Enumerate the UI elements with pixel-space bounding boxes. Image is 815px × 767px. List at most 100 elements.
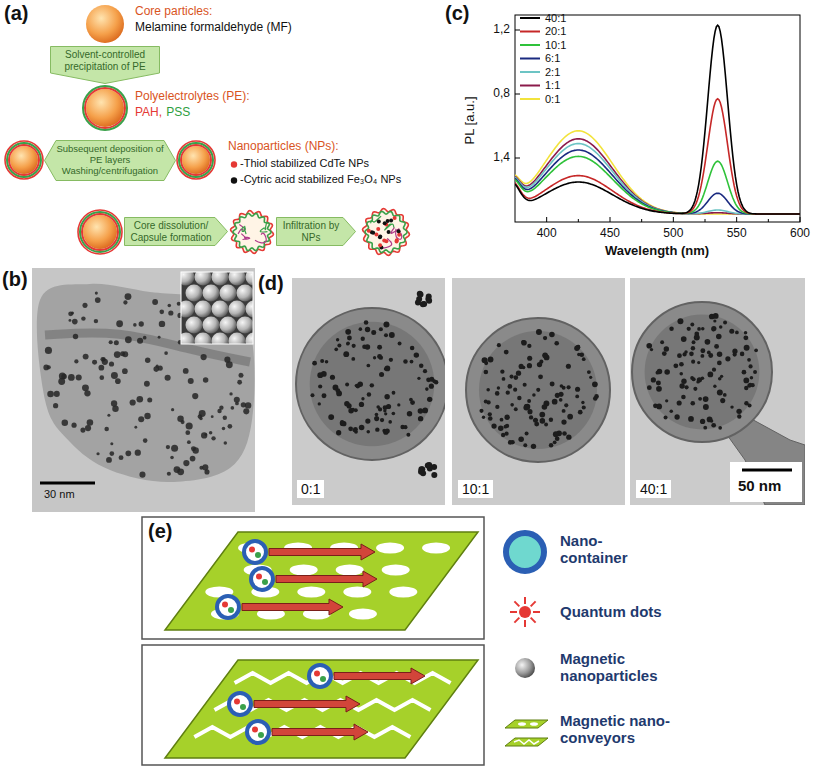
figure-part [137,338,143,344]
figure-part [68,311,73,316]
process-arrow: Solvent-controlled precipitation of PE [50,46,160,84]
figure-part [531,618,536,623]
figure-part [374,416,379,421]
figure-part [536,329,542,335]
figure-part [540,418,546,424]
figure-part [222,602,228,608]
figure-part [222,427,225,430]
figure-part [252,727,258,733]
figure-part [262,579,268,585]
figure-part [73,334,78,339]
nano-container [251,568,377,590]
figure-part [561,419,566,424]
part-name: PAH, [135,106,162,120]
figure-part [80,428,85,433]
figure-part [365,344,371,350]
figure-part [95,297,101,303]
figure-part [351,408,355,412]
ratio-label: 0:1 [297,480,324,498]
figure-part [240,704,246,710]
legend-line [520,71,540,73]
figure-part [106,457,112,463]
nano-container [229,693,360,715]
figure-part [527,399,531,403]
figure-part [145,357,150,362]
figure-part [165,532,478,630]
figure-part [479,331,597,449]
figure-part [74,359,78,363]
sem-inset [181,272,253,344]
figure-part [717,361,722,366]
figure-part [392,412,396,416]
figure-part [681,379,686,384]
figure-part [732,349,737,354]
figure-part [677,400,682,405]
figure-part [410,360,414,364]
legend-text: Quantum dots [560,603,720,620]
figure-part [578,219,579,222]
figure-part [383,405,388,410]
figure-part [355,384,358,387]
figure-part [707,417,713,423]
part-name: Melamine formaldehyde (MF) [135,21,292,35]
figure-part [497,386,500,389]
figure-part [410,346,415,351]
figure-part [80,212,120,252]
legend-text: 6:1 [545,52,560,65]
figure-part [224,441,228,445]
figure-part [546,217,547,222]
figure-part [328,414,334,420]
figure-part [537,362,542,367]
nanoparticle-dot [231,177,237,183]
figure-part [125,450,131,456]
figure-part [143,336,147,340]
legend-text: 10:1 [545,39,566,52]
part-heading: Core particles: [135,5,212,19]
figure-part [515,94,520,95]
legend-text: Magnetic nanoparticles [560,650,710,685]
figure-part [359,402,364,407]
core-particle [78,210,122,254]
capsule [231,211,274,254]
figure-part [397,403,400,406]
core-particle [5,141,43,179]
figure-part [577,353,580,356]
axis-tick: 1,4 [493,151,510,165]
figure-part [203,377,209,383]
figure-part [85,88,125,128]
nanoparticle-dot [231,161,237,167]
figure-part [82,303,87,308]
figure-part [340,420,344,424]
figure-part [158,336,161,339]
figure-part [276,571,377,587]
spectra [515,25,800,214]
figure-part [523,383,527,387]
figure-part [166,445,170,449]
figure-part [498,425,503,430]
figure-part [417,377,420,380]
figure-part [664,415,668,419]
figure-part [660,340,664,344]
figure-part [192,447,198,453]
figure-part [320,676,326,682]
figure-part [729,329,734,334]
figure-part [203,317,220,334]
figure-part [199,417,202,420]
figure-part [524,597,526,604]
figure-part [229,333,246,345]
figure-part [735,331,739,335]
figure-part [199,410,206,417]
figure-part [133,323,137,327]
figure-part [753,370,757,374]
figure-part [502,377,506,381]
figure-part [110,442,113,445]
figure-part [531,444,536,449]
figure-part [517,396,521,400]
figure-part [559,398,563,402]
figure-part [432,379,436,383]
figure-part [130,399,136,405]
figure-part [43,365,49,371]
figure-part [234,699,240,705]
figure-part [185,430,190,435]
